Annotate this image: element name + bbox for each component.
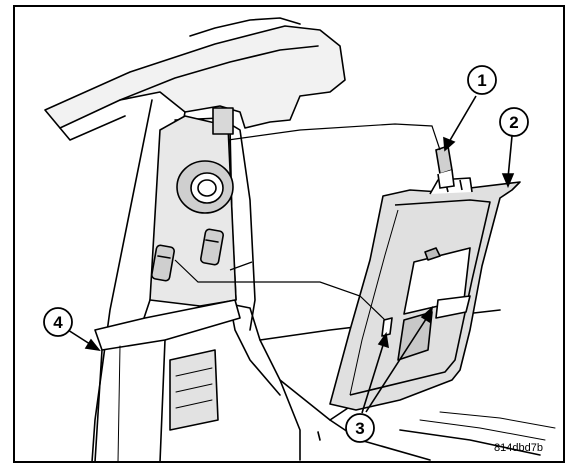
callout-3: 3 xyxy=(345,413,375,443)
callout-arrows xyxy=(67,95,515,414)
callout-1-label: 1 xyxy=(477,71,486,90)
callout-2: 2 xyxy=(499,107,529,137)
callout-1: 1 xyxy=(467,65,497,95)
figure-code: 814dbd7b xyxy=(494,442,543,454)
alignment-leader-lines xyxy=(174,123,441,321)
callout-4: 4 xyxy=(43,307,73,337)
c-pillar-trim-panel xyxy=(329,177,521,411)
callout-4-label: 4 xyxy=(53,313,63,332)
vehicle-body-structure xyxy=(44,17,556,463)
callout-2-label: 2 xyxy=(509,113,518,132)
callout-3-label: 3 xyxy=(355,419,364,438)
